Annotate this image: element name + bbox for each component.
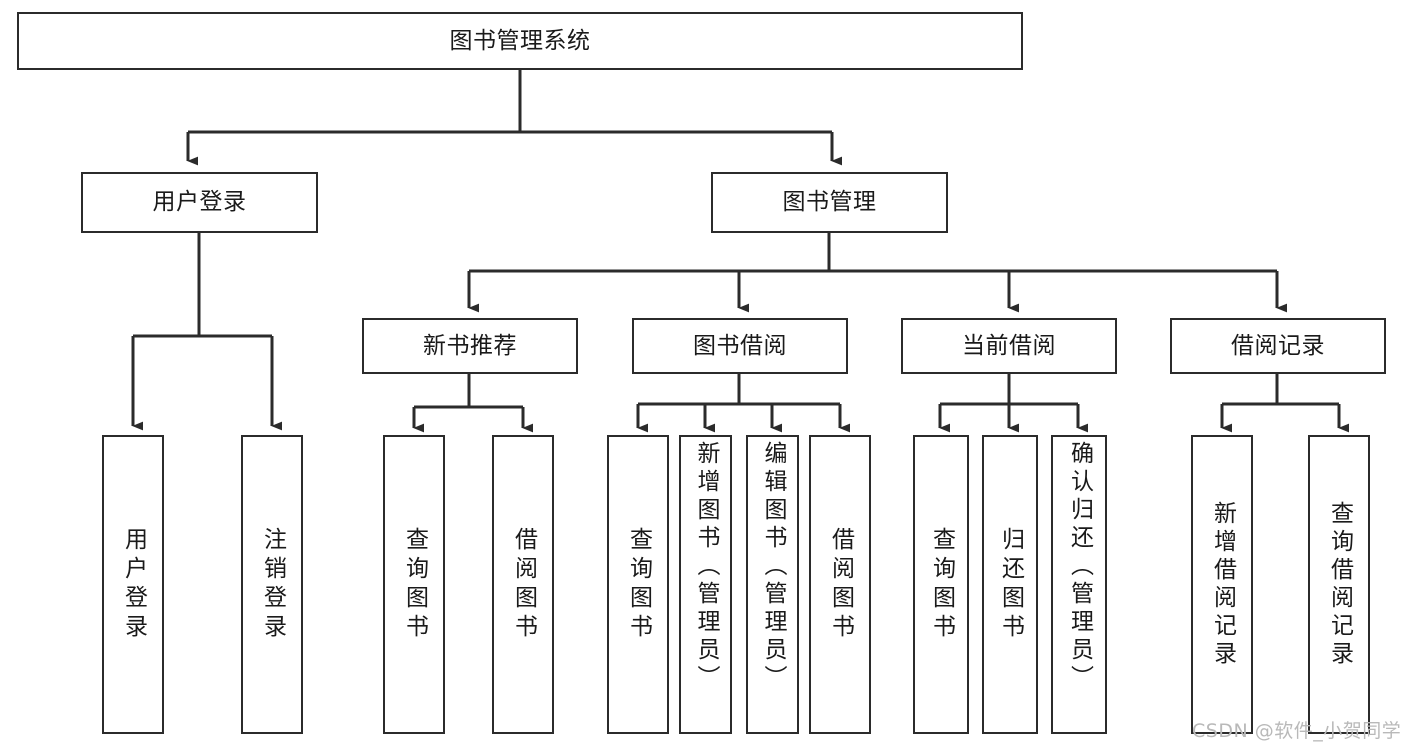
node-new-book-recommend-label: 新书推荐	[423, 332, 517, 359]
node-book-management-label: 图书管理	[782, 189, 877, 216]
node-user-login-label: 用户登录	[152, 189, 247, 216]
node-root[interactable]: 图书管理系统	[17, 12, 1023, 70]
node-leaf-logout-label: 注销登录	[259, 526, 286, 643]
node-new-book-recommend[interactable]: 新书推荐	[362, 318, 578, 374]
node-leaf-add-book-label: 新增图书（管理员）	[693, 441, 719, 693]
watermark-text: CSDN @软件_小贺同学	[1192, 720, 1402, 742]
node-leaf-add-record-label: 新增借阅记录	[1209, 500, 1236, 669]
node-leaf-user-login[interactable]: 用户登录	[102, 435, 164, 734]
node-root-label: 图书管理系统	[449, 27, 591, 54]
node-leaf-return-book[interactable]: 归还图书	[982, 435, 1038, 734]
node-leaf-borrow-book-b[interactable]: 借阅图书	[809, 435, 871, 734]
node-borrow-record[interactable]: 借阅记录	[1170, 318, 1386, 374]
node-user-login[interactable]: 用户登录	[81, 172, 318, 233]
node-leaf-edit-book-label: 编辑图书（管理员）	[760, 441, 786, 693]
node-leaf-query-book-b[interactable]: 查询图书	[607, 435, 669, 734]
node-leaf-borrow-book-a-label: 借阅图书	[510, 526, 537, 643]
node-leaf-query-record-label: 查询借阅记录	[1326, 500, 1353, 669]
node-leaf-confirm-return-label: 确认归还（管理员）	[1066, 441, 1093, 693]
node-leaf-query-book-c-label: 查询图书	[928, 526, 955, 643]
node-leaf-query-record[interactable]: 查询借阅记录	[1308, 435, 1370, 734]
node-borrow-record-label: 借阅记录	[1231, 332, 1325, 359]
node-leaf-return-book-label: 归还图书	[997, 526, 1024, 643]
node-leaf-query-book-a-label: 查询图书	[401, 526, 428, 643]
node-leaf-add-book[interactable]: 新增图书（管理员）	[679, 435, 732, 734]
node-book-borrow-label: 图书借阅	[693, 332, 787, 359]
node-leaf-user-login-label: 用户登录	[120, 526, 147, 643]
node-leaf-borrow-book-a[interactable]: 借阅图书	[492, 435, 554, 734]
node-leaf-logout[interactable]: 注销登录	[241, 435, 303, 734]
node-book-management[interactable]: 图书管理	[711, 172, 948, 233]
node-leaf-edit-book[interactable]: 编辑图书（管理员）	[746, 435, 799, 734]
node-leaf-query-book-a[interactable]: 查询图书	[383, 435, 445, 734]
node-leaf-add-record[interactable]: 新增借阅记录	[1191, 435, 1253, 734]
node-leaf-query-book-c[interactable]: 查询图书	[913, 435, 969, 734]
node-leaf-borrow-book-b-label: 借阅图书	[827, 526, 854, 643]
node-leaf-confirm-return[interactable]: 确认归还（管理员）	[1051, 435, 1107, 734]
node-book-borrow[interactable]: 图书借阅	[632, 318, 848, 374]
node-leaf-query-book-b-label: 查询图书	[625, 526, 652, 643]
node-current-borrow[interactable]: 当前借阅	[901, 318, 1117, 374]
node-current-borrow-label: 当前借阅	[962, 332, 1056, 359]
